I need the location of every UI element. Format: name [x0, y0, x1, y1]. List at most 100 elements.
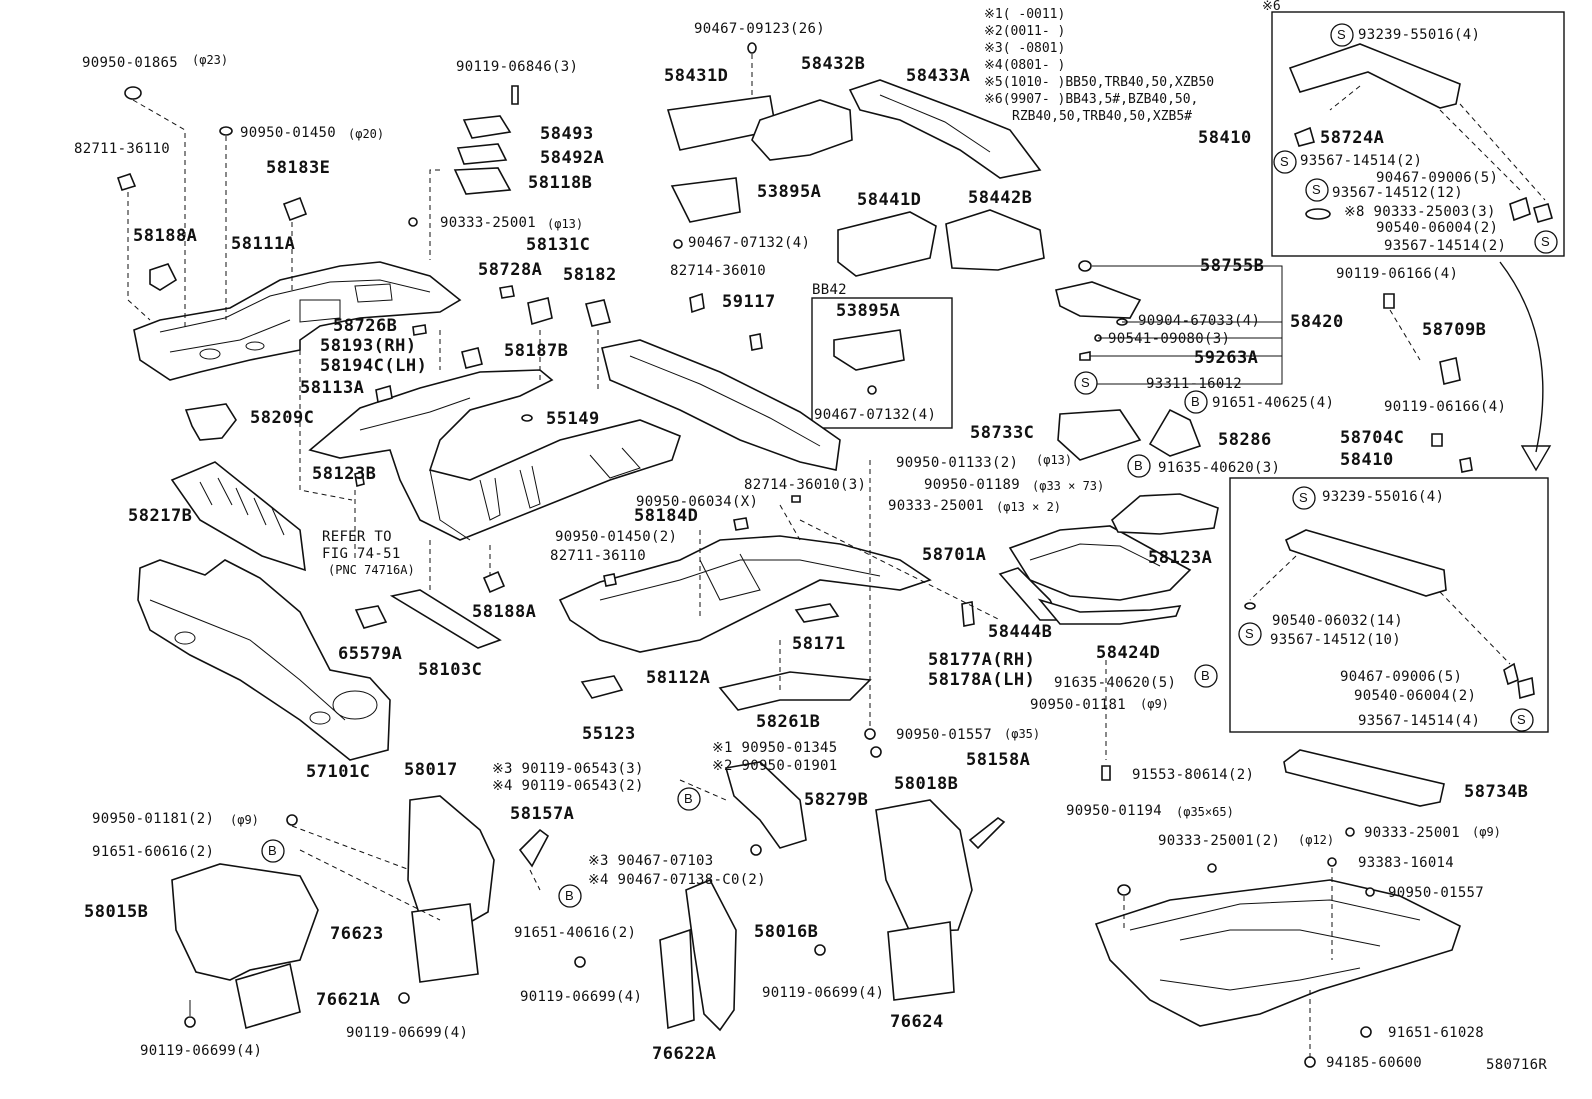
- note-line: ※4(0801- ): [984, 58, 1066, 73]
- bar-58261b: [718, 671, 872, 711]
- part-label: 90541-09080(3): [1108, 331, 1231, 347]
- part-label: 58194C(LH): [320, 356, 428, 376]
- floor-pan-58111a: [133, 261, 462, 381]
- part-label: 58261B: [756, 712, 821, 732]
- part-label: 90540-06004(2): [1376, 220, 1499, 236]
- shield-58016b: [685, 878, 737, 1032]
- part-label: 91651-40625(4): [1212, 395, 1335, 411]
- frame-58701a: [998, 525, 1192, 625]
- pad-76623: [411, 903, 479, 983]
- part-label: 93567-14512(12): [1332, 185, 1463, 201]
- sunroof-box-bottom: [1229, 477, 1549, 733]
- part-label: 58493: [540, 124, 594, 144]
- figure-code: 580716R: [1486, 1057, 1548, 1073]
- sunroof-box-top: [1271, 11, 1565, 257]
- part-label: 58187B: [504, 341, 569, 361]
- part-label: 58158A: [966, 750, 1031, 770]
- part-label: 90467-07132(4): [814, 407, 937, 423]
- box-note: ※6: [1262, 0, 1281, 14]
- part-label: 58183E: [266, 158, 331, 178]
- part-label: 58118B: [528, 173, 593, 193]
- part-label: 58177A(RH): [928, 650, 1036, 670]
- part-label: 90119-06166(4): [1384, 399, 1507, 415]
- part-label: 58410: [1340, 450, 1394, 470]
- pad-76624: [887, 921, 955, 1001]
- part-label: 58733C: [970, 423, 1035, 443]
- cover-58123a: [1111, 493, 1219, 535]
- marker-b-letter: B: [565, 888, 574, 903]
- note-line: ※1( -0011): [984, 7, 1066, 22]
- part-label: 58103C: [418, 660, 483, 680]
- part-dim: (φ13): [547, 217, 584, 231]
- marker-b-letter: B: [684, 791, 693, 806]
- part-label: ※8 90333-25003(3): [1344, 204, 1496, 220]
- pad-58493: [462, 115, 512, 139]
- part-label: 58123B: [312, 464, 377, 484]
- part-label: 58112A: [646, 668, 711, 688]
- marker-b-2: [558, 884, 582, 908]
- part-label: 58755B: [1200, 256, 1265, 276]
- shield-58018b: [875, 799, 973, 933]
- note-line: ※5(1010- )BB50,TRB40,50,XZB50: [984, 75, 1215, 90]
- marker-s-2: [1273, 150, 1297, 174]
- part-dim: (φ12): [1298, 833, 1335, 847]
- part-label: 76623: [330, 924, 384, 944]
- part-label: ※4 90119-06543(2): [492, 778, 644, 794]
- bb42-box: [811, 297, 953, 429]
- marker-s-letter: S: [1541, 234, 1550, 249]
- part-label: 90467-09006(5): [1340, 669, 1463, 685]
- refer-note: (PNC 74716A): [328, 563, 415, 577]
- part-label: ※1 90950-01345: [712, 740, 838, 756]
- part-label: 58431D: [664, 66, 729, 86]
- part-label: 90950-01557: [896, 727, 993, 743]
- part-label: ※4 90467-07138-C0(2): [588, 872, 766, 888]
- frame-58410-bottom: [1284, 529, 1447, 597]
- part-label: 90467-09006(5): [1376, 170, 1499, 186]
- note-line: ※2(0011- ): [984, 24, 1066, 39]
- part-label: 93383-16014: [1358, 855, 1455, 871]
- part-label: 93567-14514(2): [1384, 238, 1507, 254]
- plug-90950-01450: [219, 126, 233, 136]
- seal-58734b: [1283, 749, 1445, 807]
- part-label: 90950-01194: [1066, 803, 1163, 819]
- part-label: 59263A: [1194, 348, 1259, 368]
- refer-note: REFER TO: [322, 529, 392, 545]
- part-label: 58432B: [801, 54, 866, 74]
- marker-s-letter: S: [1245, 626, 1254, 641]
- part-label: 90467-07132(4): [688, 235, 811, 251]
- marker-s-letter: S: [1312, 182, 1321, 197]
- part-label: 58157A: [510, 804, 575, 824]
- part-label: 82714-36010(3): [744, 477, 867, 493]
- part-label: 90950-01865: [82, 55, 179, 71]
- part-label: 90540-06004(2): [1354, 688, 1477, 704]
- bracket-53895a: [670, 177, 741, 223]
- marker-s-5: [1074, 371, 1098, 395]
- part-label: 93311-16012: [1146, 376, 1243, 392]
- cover-58420: [1055, 281, 1142, 319]
- pad-58118b: [453, 167, 512, 195]
- rail-58103c: [389, 589, 502, 649]
- part-label: 90119-06699(4): [520, 989, 643, 1005]
- part-dim: (φ35×65): [1176, 805, 1234, 819]
- part-label: 58709B: [1422, 320, 1487, 340]
- marker-b-4: [1127, 454, 1151, 478]
- part-dim: (φ33 × 73): [1032, 479, 1105, 493]
- part-label: 58217B: [128, 506, 193, 526]
- plug-55123: [580, 675, 624, 699]
- part-dim: (φ35): [1004, 727, 1041, 741]
- part-label: 91651-40616(2): [514, 925, 637, 941]
- bolt-90119-06846: [511, 85, 519, 105]
- part-label: 90950-01133(2): [896, 455, 1019, 471]
- shield-58432b: [751, 99, 853, 161]
- refer-note: FIG 74-51: [322, 546, 401, 562]
- part-label: 58188A: [472, 602, 537, 622]
- part-label: 58704C: [1340, 428, 1405, 448]
- part-label: 58123A: [1148, 548, 1213, 568]
- boot-58286: [1148, 408, 1202, 457]
- part-label: ※3 90467-07103: [588, 853, 714, 869]
- marker-s-7: [1238, 622, 1262, 646]
- marker-b-6: [1194, 664, 1218, 688]
- note-line: ※6(9907- )BB43,5#,BZB40,50,: [984, 92, 1199, 107]
- part-label: 90950-01181(2): [92, 811, 215, 827]
